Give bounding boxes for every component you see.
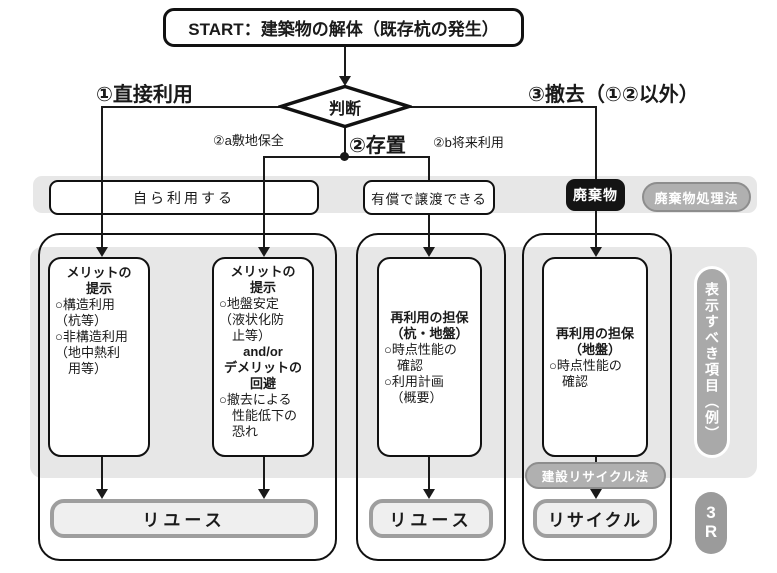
arrowhead-decision [339,76,351,86]
assure-pile-line: （杭・地盤） [390,326,469,341]
arrowhead-recycle [590,489,602,499]
assure-pile-line: 確認 [384,358,424,373]
three-r-line1: 3 [706,503,716,523]
recycle-law-pill: 建設リサイクル法 [525,462,666,489]
branch-label-leave: ②存置 [349,135,406,157]
diamond-shape [275,84,415,129]
merit-leave-line: 回避 [249,376,276,391]
display-items-label: 表示すべき項目（例） [704,282,720,442]
waste-law-label: 廃棄物処理法 [654,190,739,206]
connector-merit-leave-to-reuse [263,457,265,489]
decision-label: 判断 [328,100,361,118]
connector-branch3-vertical [595,106,597,247]
assure-pile-line: ○利用計画 [384,374,444,389]
reuse-left-node: リユース [50,499,318,538]
branch-label-site-preservation: ②a敷地保全 [213,133,284,148]
connector-decision-to-junction [344,126,346,157]
waste-label: 廃棄物 [573,187,618,203]
paid-transfer-label: 有償で譲渡できる [371,191,487,207]
branch-label-future-use: ②b将来利用 [433,135,504,150]
assure-ground-line: ○時点性能の [549,358,622,373]
reuse-left-label: リユース [142,511,226,530]
start-label: START：建築物の解体（既存杭の発生） [188,20,499,39]
assure-pile-line: 再利用の担保 [390,310,469,325]
merit-leave-line: 止等） [219,328,272,343]
merit-leave-line: ○撤去による [219,392,292,407]
merit-direct-line: ○構造利用 [55,297,115,312]
merit-direct-line: 提示 [85,281,112,296]
merit-leave-line: 性能低下の [219,408,298,423]
connector-merit-direct-to-reuse [101,457,103,489]
group-removal [522,233,672,561]
reuse-mid-label: リユース [389,511,473,530]
paid-transfer-node: 有償で譲渡できる [363,180,495,215]
assure-pile-box: 再利用の担保 （杭・地盤） ○時点性能の 確認 ○利用計画 （概要） [377,257,482,457]
assure-ground-line: 再利用の担保 [555,326,634,341]
merit-leave-line: メリットの [230,264,296,279]
branch-label-direct-use: ①直接利用 [96,84,193,106]
start-node: START：建築物の解体（既存杭の発生） [163,8,524,47]
arrowhead-assure-ground [590,247,602,257]
connector-start-to-decision [344,41,346,77]
branch-label-removal: ③撤去（①②以外） [528,84,699,106]
arrowhead-assure-pile [423,247,435,257]
merit-direct-line: 用等） [55,361,108,376]
reuse-mid-node: リユース [369,499,493,538]
three-r-badge: 3 R [695,492,727,554]
merit-leave-line: and/or [243,344,283,359]
arrowhead-reuse-left-2 [258,489,270,499]
connector-branch2a-vertical [263,156,265,247]
merit-leave-box: メリットの 提示 ○地盤安定 （液状化防 止等） and/or デメリットの 回… [212,257,314,457]
arrowhead-merit-leave [258,247,270,257]
merit-direct-line: メリットの [66,265,132,280]
connector-assure-pile-to-reuse [428,457,430,489]
merit-direct-line: （地中熱利 [55,345,121,360]
assure-ground-line: （地盤） [568,342,621,357]
waste-node: 廃棄物 [566,179,625,211]
arrowhead-reuse-mid [423,489,435,499]
assure-pile-line: （概要） [384,390,443,405]
recycle-law-label: 建設リサイクル法 [541,470,650,484]
waste-law-pill: 廃棄物処理法 [642,182,751,212]
recycle-label: リサイクル [547,511,643,530]
arrowhead-merit-direct [96,247,108,257]
merit-leave-line: デメリットの [223,360,302,375]
decision-node: 判断 [275,84,415,129]
assure-ground-box: 再利用の担保 （地盤） ○時点性能の 確認 [542,257,648,457]
three-r-line2: R [704,522,718,541]
merit-direct-box: メリットの 提示 ○構造利用 （杭等） ○非構造利用 （地中熱利 用等） [48,257,150,457]
merit-leave-line: 提示 [249,280,276,295]
connector-branch3-horizontal [410,106,596,108]
merit-leave-line: （液状化防 [219,312,285,327]
merit-leave-line: 恐れ [219,424,259,439]
junction-dot [340,152,349,161]
merit-direct-line: （杭等） [55,313,108,328]
display-items-pill: 表示すべき項目（例） [694,266,730,458]
self-use-node: 自ら利用する [49,180,319,215]
merit-direct-line: ○非構造利用 [55,329,128,344]
self-use-label: 自ら利用する [133,189,235,206]
group-direct-use [38,233,337,561]
connector-branch1-vertical [101,106,103,247]
merit-leave-line: ○地盤安定 [219,296,279,311]
connector-branch1-horizontal [101,106,282,108]
assure-ground-line: 確認 [549,374,589,389]
arrowhead-reuse-left-1 [96,489,108,499]
recycle-node: リサイクル [533,499,657,538]
group-transfer [356,233,506,561]
assure-pile-line: ○時点性能の [384,342,457,357]
